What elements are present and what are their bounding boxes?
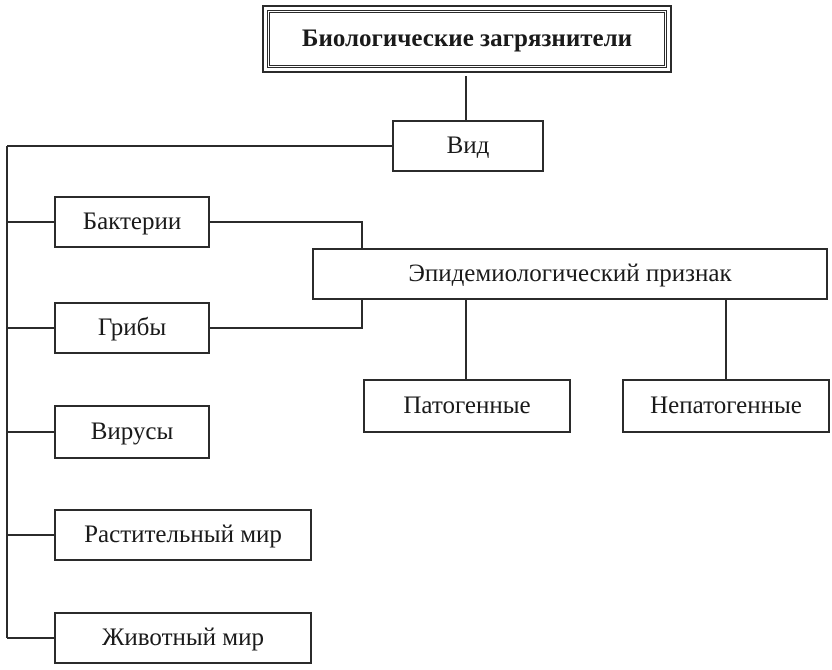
node-bacteria-label: Бактерии bbox=[82, 208, 182, 235]
node-type: Вид bbox=[392, 120, 544, 172]
node-biological-pollutants-label: Биологические загрязнители bbox=[301, 25, 633, 52]
node-bacteria: Бактерии bbox=[54, 196, 210, 248]
node-fauna: Животный мир bbox=[54, 612, 312, 664]
node-pathogenic-label: Патогенные bbox=[403, 392, 531, 419]
node-epidemiological-sign-label: Эпидемиологический признак bbox=[408, 260, 732, 287]
node-nonpathogenic: Непатогенные bbox=[622, 379, 830, 433]
node-fungi: Грибы bbox=[54, 302, 210, 354]
node-biological-pollutants: Биологические загрязнители bbox=[262, 5, 672, 73]
line-bacteria-to-epi bbox=[210, 221, 363, 248]
node-epidemiological-sign: Эпидемиологический признак bbox=[312, 248, 828, 300]
node-viruses-label: Вирусы bbox=[90, 418, 174, 445]
line-fungi-to-epi bbox=[210, 300, 363, 329]
node-fauna-label: Животный мир bbox=[101, 624, 264, 651]
node-fungi-label: Грибы bbox=[97, 314, 167, 341]
node-flora: Растительный мир bbox=[54, 509, 312, 561]
node-nonpathogenic-label: Непатогенные bbox=[650, 392, 802, 419]
node-viruses: Вирусы bbox=[54, 405, 210, 459]
node-pathogenic: Патогенные bbox=[363, 379, 571, 433]
node-type-label: Вид bbox=[446, 132, 490, 159]
node-flora-label: Растительный мир bbox=[84, 521, 282, 548]
